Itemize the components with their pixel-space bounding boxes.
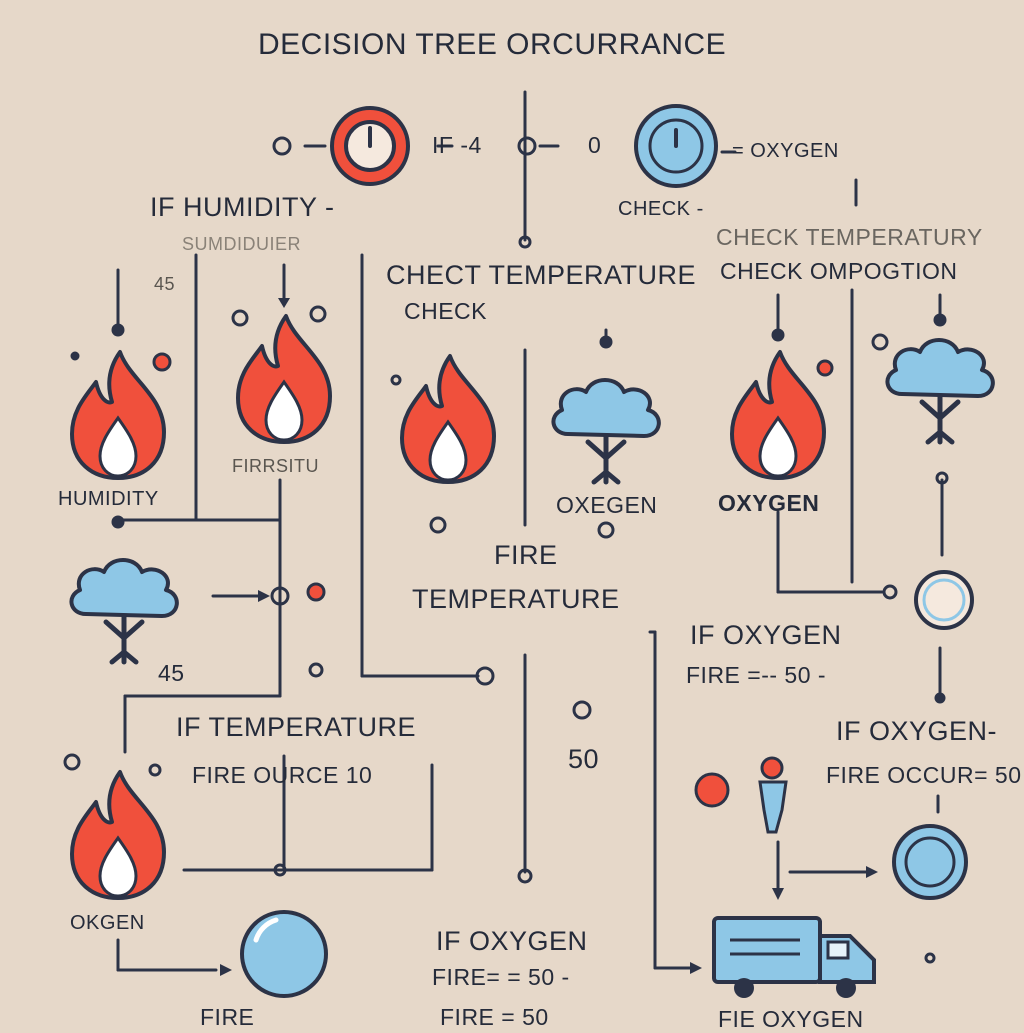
label-check-temperature: CHECT TEMPERATURE [386, 260, 697, 290]
label-oxygen-right: OXYGEN [718, 490, 820, 516]
label-if-temperature: IF TEMPERATURE [176, 712, 417, 742]
label-oxgen-bottom: OKGEN [70, 912, 145, 934]
label-if-oxygen-1: IF OXYGEN [690, 620, 842, 650]
label-top-oxygen: = OXYGEN [732, 140, 839, 162]
fire-truck-icon [712, 916, 876, 998]
tree-icon [553, 380, 658, 482]
firefighter-icon [758, 756, 788, 834]
label-top-check: CHECK - [618, 198, 704, 220]
gauge-icon-blue [634, 104, 718, 188]
flame-icon [70, 350, 166, 480]
water-ball-icon [240, 910, 328, 998]
label-if-oxygen-3: IF OXYGEN [436, 926, 588, 956]
flame-icon [730, 350, 826, 480]
label-temperature: TEMPERATURE [412, 584, 620, 614]
label-value-45-top: 45 [154, 274, 176, 294]
label-top-if: IF -4 [432, 132, 482, 158]
label-top-zero: 0 [588, 132, 602, 158]
label-humidity: HUMIDITY [58, 488, 159, 510]
label-fire-ource: FIRE OURCE 10 [192, 762, 373, 788]
node-dots [63, 136, 949, 964]
alarm-dot [694, 772, 730, 808]
label-fire-eq-50-2: FIRE= = 50 - [432, 964, 570, 990]
gauge-icon-red [330, 106, 410, 186]
label-oxygen-mid: OXEGEN [556, 492, 658, 518]
label-fire-bottom: FIRE [200, 1004, 255, 1030]
label-check-temperatury: CHECK TEMPERATURY [716, 224, 983, 250]
label-fire-eq-50-3: FIRE = 50 [440, 1004, 549, 1030]
gauge-icon-bottom [892, 824, 968, 900]
label-fie-oxygen: FIE OXYGEN [718, 1006, 864, 1032]
diagram-title: DECISION TREE ORCURRANCE [258, 28, 727, 61]
flame-icon [400, 354, 496, 484]
tree-icon [887, 340, 992, 442]
tree-icon [71, 560, 176, 662]
label-check-opomposition: CHECK OMPOGTION [720, 258, 958, 284]
label-check: CHECK [404, 298, 488, 324]
label-humidity-sub: SUMDIDUIER [182, 234, 302, 254]
label-fire-situ: FIRRSITU [232, 456, 319, 476]
label-fire-eq-50-1: FIRE =-- 50 - [686, 662, 827, 688]
label-value-50: 50 [568, 744, 600, 774]
label-fire-occur: FIRE OCCUR= 50 [826, 762, 1022, 788]
label-if-humidity: IF HUMIDITY - [150, 192, 335, 222]
gauge-icon-ring [914, 570, 974, 630]
label-if-oxygen-2: IF OXYGEN- [836, 716, 998, 746]
label-value-45: 45 [158, 660, 185, 686]
arrowheads [220, 298, 878, 976]
flame-icon [236, 314, 332, 444]
label-fire: FIRE [494, 540, 558, 570]
connector-lines [116, 90, 944, 972]
flame-icon [70, 770, 166, 900]
